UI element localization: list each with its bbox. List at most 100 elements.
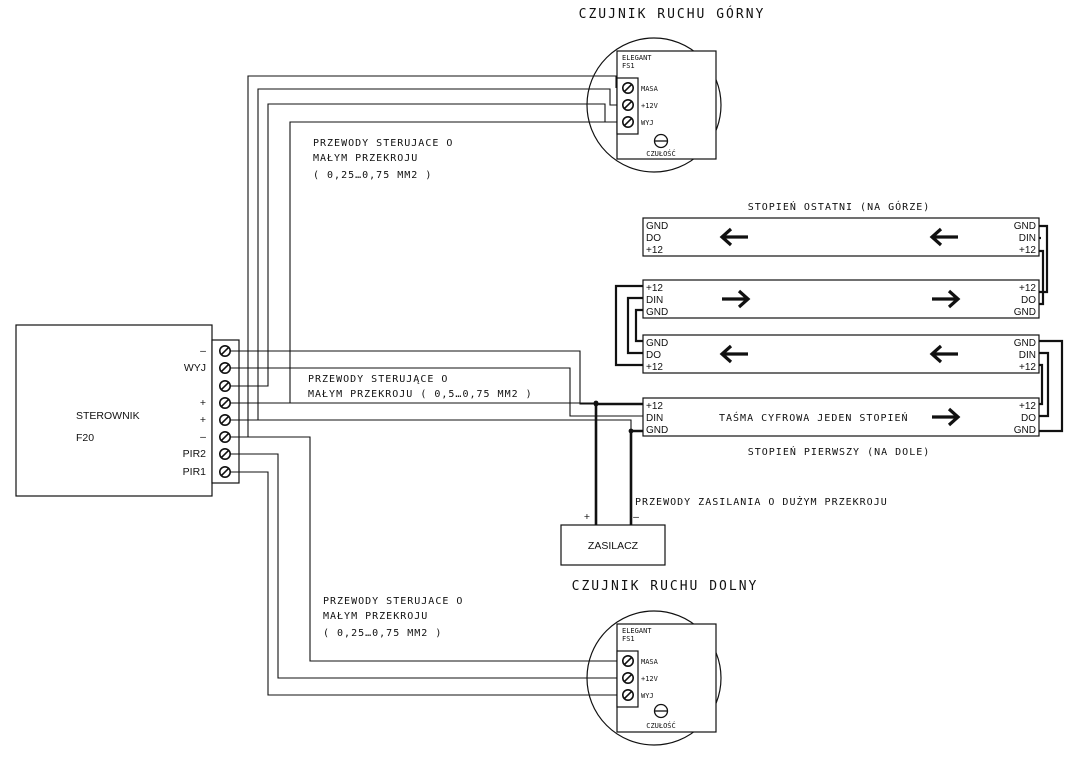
strip-pin-right: +12 bbox=[1019, 283, 1036, 294]
controller-screw-icon bbox=[219, 344, 231, 358]
note-middle-line2: MAŁYM PRZEKROJU ( 0,5…0,75 MM2 ) bbox=[308, 389, 533, 400]
sensor-top: ELEGANT FS1 MASA +12V WYJ CZUŁOŚĆ bbox=[586, 37, 722, 173]
arrow-right-icon bbox=[932, 289, 961, 309]
note-middle-line1: PRZEWODY STERUJĄCE O bbox=[308, 374, 448, 385]
note-top-line2: MAŁYM PRZEKROJU bbox=[313, 153, 418, 164]
strip-name: TAŚMA CYFROWA JEDEN STOPIEŃ bbox=[719, 411, 909, 424]
strip-pin-left: DO bbox=[646, 350, 661, 361]
sensor-top-terminal-12v: +12V bbox=[641, 102, 659, 110]
strip-pin-right: DO bbox=[1021, 295, 1036, 306]
strip-pin-left: +12 bbox=[646, 401, 663, 412]
strip-pin-left: DIN bbox=[646, 295, 663, 306]
sensor-top-terminal-masa: MASA bbox=[641, 85, 659, 93]
arrow-left-icon bbox=[719, 344, 748, 364]
strip-pin-right: GND bbox=[1014, 221, 1036, 232]
arrow-left-icon bbox=[929, 227, 958, 247]
strip-last-label: STOPIEŃ OSTATNI (NA GÓRZE) bbox=[748, 200, 931, 213]
arrow-right-icon bbox=[722, 289, 751, 309]
strip-pin-right: GND bbox=[1014, 425, 1036, 436]
controller: STEROWNIK F20 – WYJ + + – PIR2 PIR1 bbox=[15, 324, 240, 497]
sensor-top-screw-icon bbox=[621, 99, 635, 111]
strip-pin-left: DO bbox=[646, 233, 661, 244]
strip-pin-right: GND bbox=[1014, 338, 1036, 349]
controller-model: F20 bbox=[76, 432, 94, 444]
sensor-top-model: ELEGANT bbox=[622, 54, 652, 62]
power-supply-minus: – bbox=[633, 511, 639, 523]
controller-screw-icon bbox=[219, 361, 231, 375]
wires-bottom-sensor bbox=[231, 436, 617, 696]
led-strip-body bbox=[642, 217, 1040, 257]
controller-name: STEROWNIK bbox=[76, 410, 140, 422]
sensor-bottom-terminal-12v: +12V bbox=[641, 675, 659, 683]
controller-screw-icon bbox=[219, 379, 231, 393]
controller-pin-wyj: WYJ bbox=[184, 362, 206, 374]
controller-pin-plus-2: + bbox=[200, 414, 206, 426]
strip-pin-right: DIN bbox=[1019, 233, 1036, 244]
power-supply: ZASILACZ + – bbox=[560, 511, 666, 566]
strip-pin-left: +12 bbox=[646, 283, 663, 294]
strip-pin-left: DIN bbox=[646, 413, 663, 424]
sensor-bottom-screw-icon bbox=[621, 654, 635, 668]
sensor-top-sensitivity: CZUŁOŚĆ bbox=[646, 149, 676, 158]
sensor-top-title: CZUJNIK RUCHU GÓRNY bbox=[579, 6, 766, 22]
strip-pin-left: +12 bbox=[646, 245, 663, 256]
led-strip-body bbox=[642, 397, 1040, 437]
controller-screw-icon bbox=[219, 465, 231, 479]
sensor-bottom-terminal-masa: MASA bbox=[641, 658, 659, 666]
strip-pin-right: +12 bbox=[1019, 245, 1036, 256]
note-bottom-line1: PRZEWODY STERUJACE O bbox=[323, 596, 463, 607]
note-bottom-line2: MAŁYM PRZEKROJU bbox=[323, 611, 428, 622]
strip-pin-left: GND bbox=[646, 221, 668, 232]
controller-terminal-block bbox=[211, 339, 240, 484]
strip-pin-left: GND bbox=[646, 338, 668, 349]
sensor-bottom-screw-icon bbox=[621, 688, 635, 702]
note-top-line3: ( 0,25…0,75 MM2 ) bbox=[313, 170, 432, 181]
controller-screw-icon bbox=[219, 396, 231, 410]
strip-pin-right: DIN bbox=[1019, 350, 1036, 361]
controller-pin-minus: – bbox=[200, 345, 206, 357]
strip-pin-left: GND bbox=[646, 425, 668, 436]
wires-power bbox=[593, 400, 643, 525]
controller-screw-icon bbox=[219, 413, 231, 427]
sensor-top-screw-icon bbox=[621, 116, 635, 128]
controller-pin-pir2: PIR2 bbox=[183, 448, 207, 460]
strip-pin-right: +12 bbox=[1019, 401, 1036, 412]
sensor-bottom-model: ELEGANT bbox=[622, 627, 652, 635]
sensor-top-terminal-wyj: WYJ bbox=[641, 119, 654, 127]
controller-screw-icon bbox=[219, 430, 231, 444]
strip-pin-right: +12 bbox=[1019, 362, 1036, 373]
power-supply-plus: + bbox=[584, 511, 590, 523]
controller-screw-icon bbox=[219, 447, 231, 461]
led-strip-body bbox=[642, 279, 1040, 319]
strip-pin-right: DO bbox=[1021, 413, 1036, 424]
sensor-bottom-screw-icon bbox=[621, 671, 635, 685]
sensor-bottom-sensitivity: CZUŁOŚĆ bbox=[646, 721, 676, 730]
arrow-left-icon bbox=[929, 344, 958, 364]
led-strip-body bbox=[642, 334, 1040, 374]
controller-pin-pir1: PIR1 bbox=[183, 466, 207, 478]
sensor-bottom-model-2: FS1 bbox=[622, 635, 635, 643]
strip-pin-left: +12 bbox=[646, 362, 663, 373]
strip-pin-right: GND bbox=[1014, 307, 1036, 318]
controller-pin-plus: + bbox=[200, 397, 206, 409]
sensor-bottom-title: CZUJNIK RUCHU DOLNY bbox=[572, 579, 759, 594]
sensor-bottom: ELEGANT FS1 MASA +12V WYJ CZUŁOŚĆ bbox=[586, 610, 722, 746]
note-bottom-line3: ( 0,25…0,75 MM2 ) bbox=[323, 628, 442, 639]
note-power: PRZEWODY ZASILANIA O DUŻYM PRZEKROJU bbox=[635, 495, 888, 508]
arrow-right-icon bbox=[932, 407, 961, 427]
strip-pin-left: GND bbox=[646, 307, 668, 318]
strip-first-label: STOPIEŃ PIERWSZY (NA DOLE) bbox=[748, 445, 931, 458]
controller-pin-minus-2: – bbox=[200, 431, 206, 443]
sensor-bottom-terminal-wyj: WYJ bbox=[641, 692, 654, 700]
power-supply-label: ZASILACZ bbox=[588, 540, 639, 552]
sensor-top-model-2: FS1 bbox=[622, 62, 635, 70]
strip-interconnects bbox=[614, 224, 1064, 433]
sensor-top-screw-icon bbox=[621, 82, 635, 94]
